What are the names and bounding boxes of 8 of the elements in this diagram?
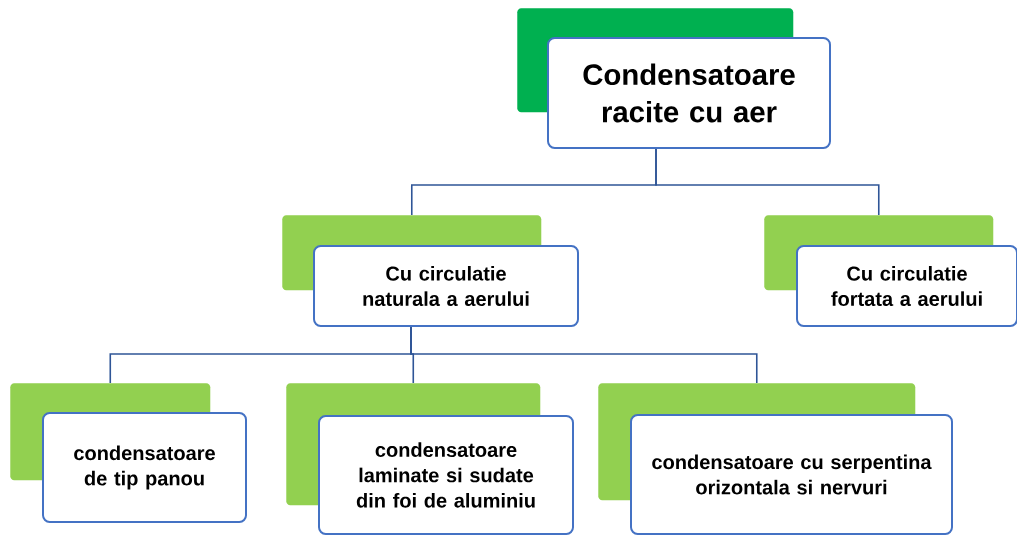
process-box: condensatoare de tip panou: [42, 412, 247, 523]
process-box: Cu circulatie naturala a aerului: [313, 245, 579, 327]
connector-line: [410, 326, 758, 384]
process-box: Cu circulatie fortata a aerului: [796, 245, 1017, 327]
process-box: condensatoare cu serpentina orizontala si nervuri: [630, 414, 953, 535]
connector-line: [655, 148, 880, 216]
process-box: condensatoare laminate si sudate din foi de aluminiu: [318, 415, 574, 535]
process-box: Condensatoare racite cu aer: [547, 37, 831, 149]
